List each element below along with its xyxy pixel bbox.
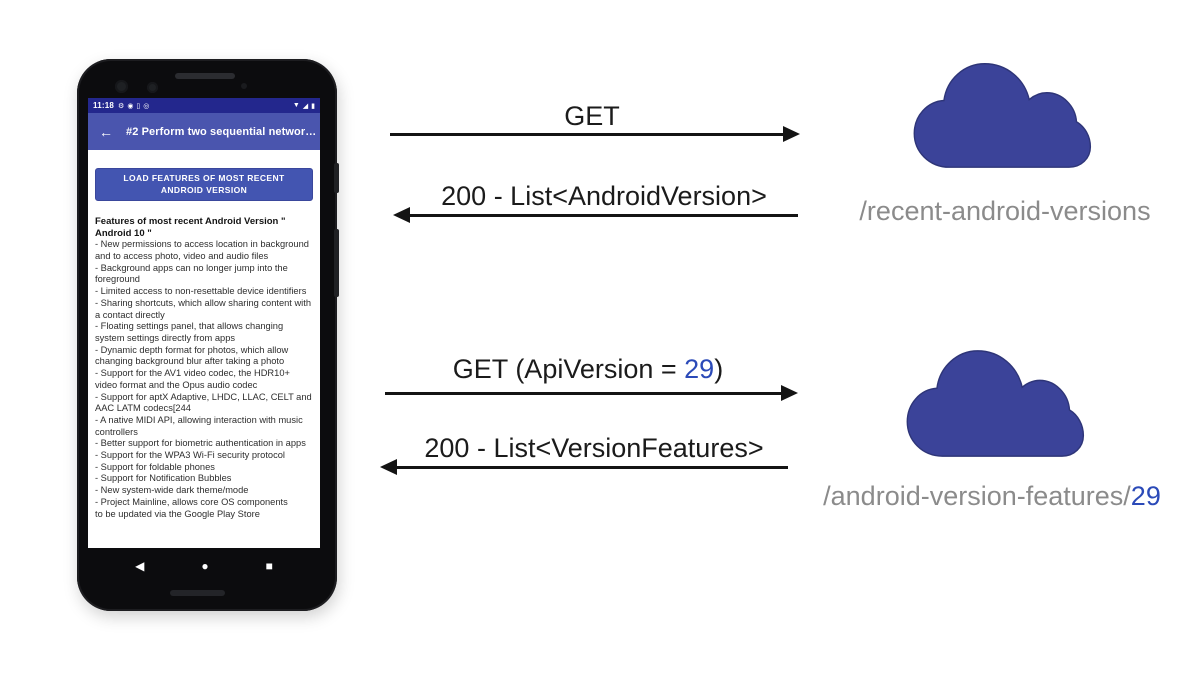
feature-item: - Better support for biometric authentic… <box>95 438 306 449</box>
endpoint2-label: /android-version-features/29 <box>823 481 1161 511</box>
feature-item: - Project Mainline, allows core OS compo… <box>95 496 288 507</box>
feature-item: - A native MIDI API, allowing interactio… <box>95 414 303 437</box>
front-camera2-icon <box>147 82 158 93</box>
endpoint2-version-value: 29 <box>1130 481 1161 511</box>
app-bar: ← #2 Perform two sequential networ… <box>88 113 320 150</box>
feature-item: - Support for aptX Adaptive, LHDC, LLAC,… <box>95 391 312 414</box>
bottom-speaker <box>170 590 225 596</box>
feature-item: - Floating settings panel, that allows c… <box>95 321 284 343</box>
response2-arrow <box>397 466 788 469</box>
feature-item: - Support for Notification Bubbles <box>95 473 232 484</box>
wifi-icon: ▼ <box>292 101 300 109</box>
feature-item: - Support for foldable phones <box>95 461 215 472</box>
request1-label: GET <box>564 101 620 131</box>
battery-icon: ▮ <box>311 102 315 110</box>
status-bar: 11:18 ⚙◉▯◎ ▼◢▮ <box>88 98 320 113</box>
request2-arrowhead-icon <box>781 385 798 401</box>
back-arrow-icon[interactable]: ← <box>99 123 113 140</box>
response1-label: 200 - List<AndroidVersion> <box>441 181 767 211</box>
navigation-bar: ◀ ● ■ <box>88 551 320 581</box>
settings-gear-icon: ⚙ <box>118 102 125 110</box>
cloud-server2-icon <box>906 350 1085 457</box>
feature-item: - Dynamic depth format for photos, which… <box>95 344 289 367</box>
request2-label: GET (ApiVersion = 29) <box>452 354 724 384</box>
app-bar-title: #2 Perform two sequential networ… <box>126 125 317 138</box>
feature-item: - Limited access to non-resettable devic… <box>95 286 307 297</box>
cloud-server1-icon <box>913 63 1092 168</box>
phone-frame: 11:18 ⚙◉▯◎ ▼◢▮ ← #2 Perform two sequenti… <box>77 59 339 611</box>
load-features-button[interactable]: LOAD FEATURES OF MOST RECENT ANDROID VER… <box>95 168 313 201</box>
api-version-value: 29 <box>684 354 715 384</box>
response2-label: 200 - List<VersionFeatures> <box>424 433 764 463</box>
nav-home-button[interactable]: ● <box>201 559 209 573</box>
earpiece-speaker <box>175 73 235 79</box>
power-button <box>334 163 339 193</box>
play-protect-shield-icon: ◉ <box>127 102 134 110</box>
endpoint1-label: /recent-android-versions <box>859 196 1151 226</box>
feature-item: - Support for the AV1 video codec, the H… <box>95 368 290 390</box>
feature-item: - Sharing shortcuts, which allow sharing… <box>95 297 311 320</box>
feature-item: - Background apps can no longer jump int… <box>95 262 288 285</box>
request1-arrow <box>390 133 783 136</box>
feature-item: - New permissions to access location in … <box>95 239 309 262</box>
volume-button <box>334 229 339 297</box>
response1-arrow <box>410 214 798 217</box>
response2-arrowhead-icon <box>380 459 397 475</box>
data-saver-icon: ◎ <box>143 102 150 110</box>
clock: 11:18 <box>93 101 115 110</box>
features-heading: Features of most recent Android Version … <box>95 215 286 239</box>
request2-arrow <box>385 392 781 395</box>
cell-signal-icon: ◢ <box>302 102 309 110</box>
feature-scroll-area[interactable]: LOAD FEATURES OF MOST RECENT ANDROID VER… <box>88 150 320 548</box>
nav-recents-button[interactable]: ■ <box>265 559 273 573</box>
feature-item-clipped: to be updated via the Google Play Store <box>95 508 260 519</box>
request1-arrowhead-icon <box>783 126 800 142</box>
response1-arrowhead-icon <box>393 207 410 223</box>
proximity-sensor-icon <box>241 83 247 89</box>
phone-screen: 11:18 ⚙◉▯◎ ▼◢▮ ← #2 Perform two sequenti… <box>88 98 320 548</box>
feature-item: - Support for the WPA3 Wi-Fi security pr… <box>95 450 285 461</box>
nav-back-button[interactable]: ◀ <box>135 559 145 573</box>
feature-item: - New system-wide dark theme/mode <box>95 485 249 496</box>
features-list: - New permissions to access location in … <box>95 239 313 508</box>
battery-saver-icon: ▯ <box>136 102 141 110</box>
front-camera-icon <box>115 80 128 93</box>
